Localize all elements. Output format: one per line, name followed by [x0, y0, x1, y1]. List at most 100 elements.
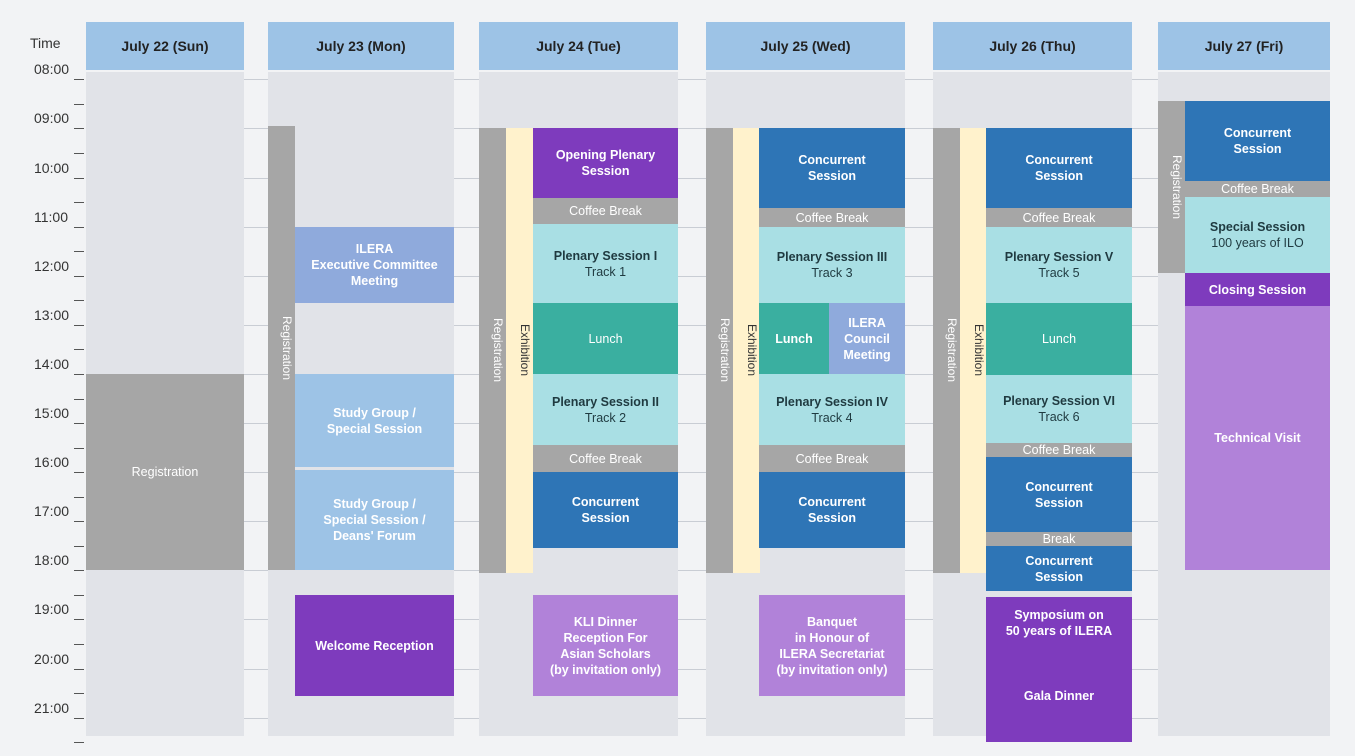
- half-hour-tick: [74, 497, 84, 498]
- event-conc-wed-1[interactable]: Concurrent Session: [759, 128, 905, 208]
- half-hour-tick: [74, 644, 84, 645]
- event-gala[interactable]: Gala Dinner: [986, 649, 1132, 742]
- time-label: 18:00: [34, 552, 70, 568]
- event-label: Coffee Break: [1221, 182, 1294, 196]
- event-conc-thu-3[interactable]: Concurrent Session: [986, 546, 1132, 591]
- event-cb-tue-1[interactable]: Coffee Break: [533, 198, 678, 224]
- half-hour-tick: [74, 546, 84, 547]
- event-label: Closing Session: [1208, 282, 1307, 297]
- hour-tick: [74, 79, 84, 80]
- event-council[interactable]: ILERA Council Meeting: [829, 303, 905, 374]
- event-conc-tue[interactable]: Concurrent Session: [533, 472, 678, 548]
- event-banquet[interactable]: Banquet in Honour of ILERA Secretariat (…: [759, 595, 905, 696]
- day-header-3[interactable]: July 25 (Wed): [706, 22, 905, 70]
- day-header-1[interactable]: July 23 (Mon): [268, 22, 454, 70]
- hour-tick: [74, 423, 84, 424]
- event-subtitle: Track 6: [1038, 410, 1080, 424]
- event-symposium[interactable]: Symposium on 50 years of ILERA: [986, 597, 1132, 649]
- event-reg-tue[interactable]: Registration: [479, 128, 506, 573]
- event-kli[interactable]: KLI Dinner Reception For Asian Scholars …: [533, 595, 678, 696]
- event-cb-thu-2[interactable]: Coffee Break: [986, 443, 1132, 457]
- event-label: Banquet in Honour of ILERA Secretariat (…: [776, 614, 888, 677]
- event-tech[interactable]: Technical Visit: [1185, 306, 1330, 570]
- half-hour-tick: [74, 595, 84, 596]
- event-exh-tue[interactable]: Exhibition: [506, 128, 533, 573]
- half-hour-tick: [74, 300, 84, 301]
- event-label: Opening Plenary Session: [555, 148, 656, 178]
- half-hour-tick: [74, 399, 84, 400]
- event-title: Plenary Session V: [1004, 250, 1114, 264]
- event-lunch-tue[interactable]: Lunch: [533, 303, 678, 374]
- event-label: Break: [1042, 532, 1076, 546]
- event-cb-tue-2[interactable]: Coffee Break: [533, 445, 678, 472]
- time-label: 15:00: [34, 405, 70, 421]
- event-title: Plenary Session III: [776, 250, 888, 264]
- event-label: ILERA Executive Committee Meeting: [311, 242, 438, 288]
- event-cb-fri[interactable]: Coffee Break: [1185, 181, 1330, 197]
- event-reg-thu[interactable]: Registration: [933, 128, 960, 573]
- time-label: 21:00: [34, 700, 70, 716]
- event-label: Exhibition: [518, 324, 532, 377]
- event-reg-wed[interactable]: Registration: [706, 128, 733, 573]
- event-break-thu[interactable]: Break: [986, 532, 1132, 546]
- day-header-2[interactable]: July 24 (Tue): [479, 22, 678, 70]
- event-label: Registration: [280, 315, 294, 381]
- event-cb-wed-2[interactable]: Coffee Break: [759, 445, 905, 472]
- day-header-5[interactable]: July 27 (Fri): [1158, 22, 1330, 70]
- time-label: 10:00: [34, 160, 70, 176]
- event-conc-wed-2[interactable]: Concurrent Session: [759, 472, 905, 548]
- event-label: ILERA Council Meeting: [843, 315, 891, 362]
- event-lunch-wed[interactable]: Lunch: [759, 303, 829, 374]
- event-label: Gala Dinner: [1023, 688, 1095, 703]
- event-conc-thu-1[interactable]: Concurrent Session: [986, 128, 1132, 208]
- time-label: 13:00: [34, 307, 70, 323]
- hour-tick: [74, 718, 84, 719]
- half-hour-tick: [74, 349, 84, 350]
- event-reg-mon[interactable]: Registration: [268, 126, 295, 570]
- event-reg-sun[interactable]: Registration: [86, 374, 244, 570]
- event-subtitle: Track 3: [811, 266, 853, 280]
- event-label: Coffee Break: [795, 210, 869, 225]
- event-closing[interactable]: Closing Session: [1185, 273, 1330, 306]
- event-label: Registration: [1170, 154, 1184, 220]
- event-conc-thu-2[interactable]: Concurrent Session: [986, 457, 1132, 532]
- hour-tick: [74, 276, 84, 277]
- event-label: Concurrent Session: [1025, 479, 1093, 510]
- event-label: Registration: [131, 465, 199, 479]
- hour-tick: [74, 374, 84, 375]
- time-label: 12:00: [34, 258, 70, 274]
- event-label: Coffee Break: [795, 451, 869, 466]
- event-label: Registration: [945, 318, 959, 383]
- event-label: Coffee Break: [569, 204, 642, 218]
- event-label: Concurrent Session: [798, 153, 866, 183]
- event-subtitle: Track 4: [811, 410, 853, 425]
- event-lunch-thu[interactable]: Lunch: [986, 303, 1132, 375]
- event-plen-3[interactable]: Plenary Session III Track 3: [759, 227, 905, 303]
- event-title: Plenary Session II: [552, 394, 659, 409]
- event-exh-wed[interactable]: Exhibition: [733, 128, 760, 573]
- event-study-2[interactable]: Study Group / Special Session / Deans' F…: [295, 470, 454, 570]
- day-header-4[interactable]: July 26 (Thu): [933, 22, 1132, 70]
- event-ilera-exec[interactable]: ILERA Executive Committee Meeting: [295, 227, 454, 303]
- event-study-1[interactable]: Study Group / Special Session: [295, 374, 454, 467]
- day-header-0[interactable]: July 22 (Sun): [86, 22, 244, 70]
- event-label: Concurrent Session: [1025, 553, 1093, 584]
- event-cb-wed-1[interactable]: Coffee Break: [759, 208, 905, 227]
- event-welcome[interactable]: Welcome Reception: [295, 595, 454, 696]
- event-label: Exhibition: [972, 324, 986, 377]
- event-conc-fri[interactable]: Concurrent Session: [1185, 101, 1330, 181]
- event-opening[interactable]: Opening Plenary Session: [533, 128, 678, 198]
- event-exh-thu[interactable]: Exhibition: [960, 128, 987, 573]
- event-label: Lunch: [775, 331, 813, 346]
- time-label: 14:00: [34, 356, 70, 372]
- half-hour-tick: [74, 742, 84, 743]
- event-cb-thu-1[interactable]: Coffee Break: [986, 208, 1132, 227]
- event-reg-fri[interactable]: Registration: [1158, 101, 1185, 273]
